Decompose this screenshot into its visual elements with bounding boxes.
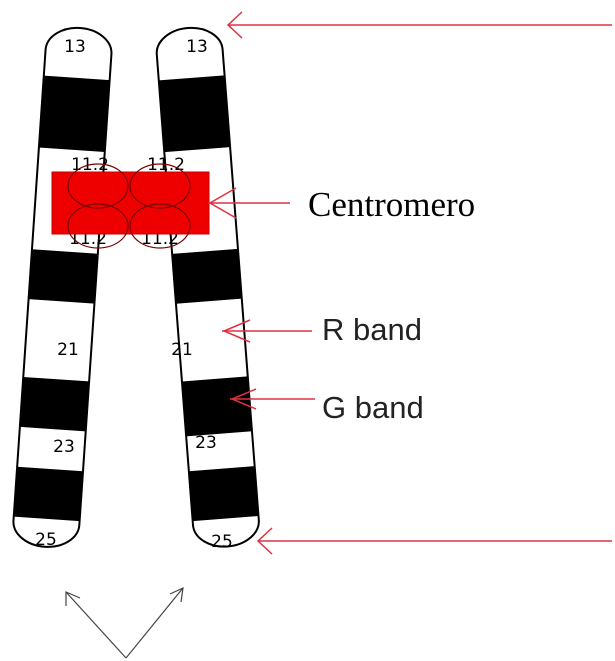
centromere-circles <box>67 163 191 249</box>
band-label-21-left: 21 <box>57 340 79 360</box>
band-label-13-left: 13 <box>64 37 86 57</box>
left-chromatid <box>11 25 114 550</box>
left-dark-band-4 <box>13 466 83 522</box>
right-dark-band-3 <box>181 376 252 437</box>
right-chromatid <box>154 25 261 550</box>
r-band-arrow <box>222 319 312 343</box>
centromere-label: Centromero <box>308 185 475 224</box>
band-label-25-left: 25 <box>35 530 57 550</box>
right-dark-band-1 <box>158 75 231 153</box>
bottom-arrow <box>256 527 612 555</box>
g-band-arrow <box>230 388 315 410</box>
left-dark-band-3 <box>19 376 90 432</box>
centromere-arrow <box>208 187 290 219</box>
band-label-25-right: 25 <box>211 532 233 552</box>
left-dark-band-2 <box>28 249 98 304</box>
telomere-v-arrows <box>65 586 184 659</box>
right-dark-band-4 <box>188 466 259 522</box>
band-label-21-right: 21 <box>171 340 193 360</box>
left-dark-band-1 <box>38 75 110 152</box>
band-label-23-right: 23 <box>195 433 217 453</box>
band-label-23-left: 23 <box>53 437 75 457</box>
top-arrow <box>226 11 612 39</box>
band-label-13-right: 13 <box>186 37 208 57</box>
right-dark-band-2 <box>172 248 242 304</box>
r-band-label: R band <box>322 312 422 347</box>
g-band-label: G band <box>322 390 424 425</box>
